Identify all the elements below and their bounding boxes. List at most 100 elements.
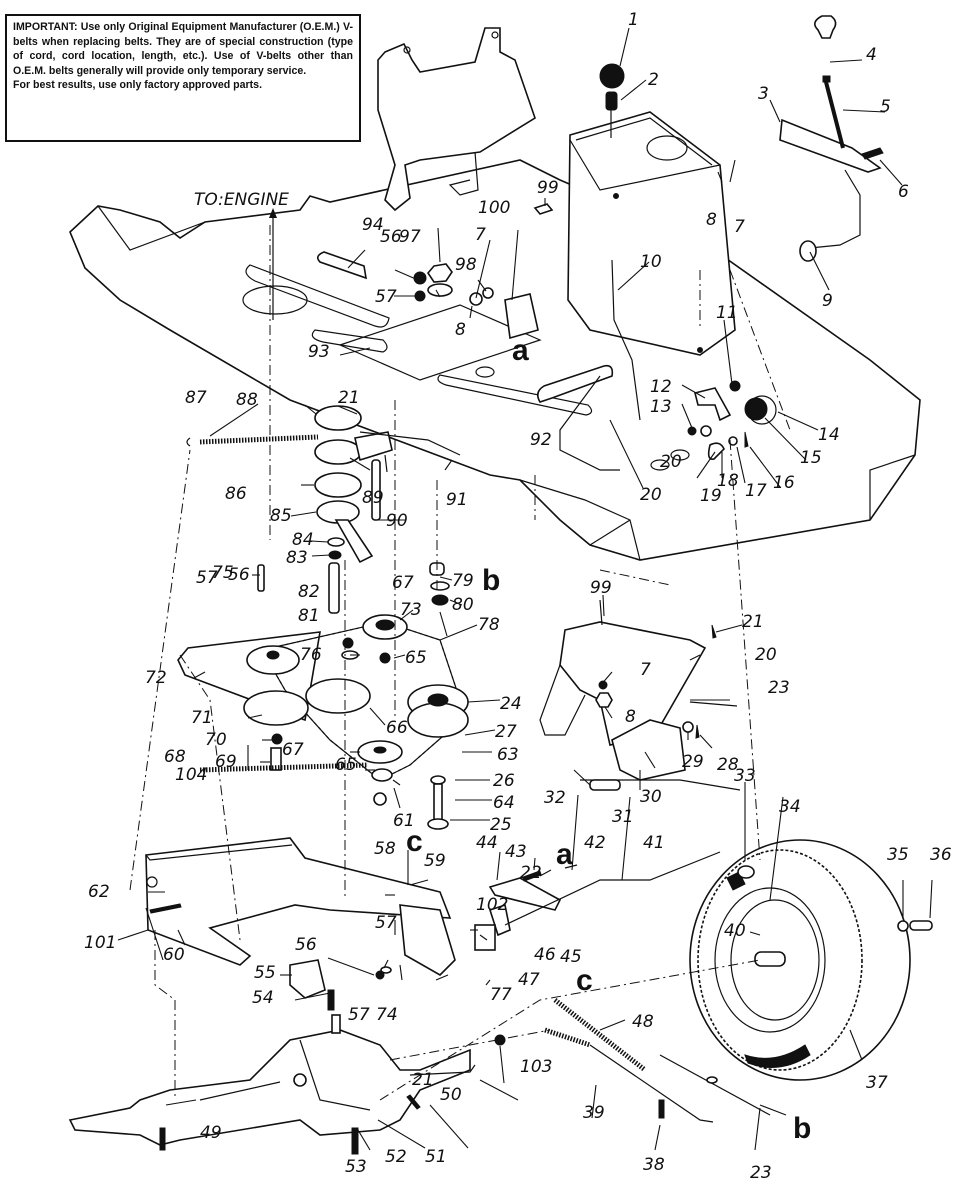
callout-56: 56	[295, 935, 317, 955]
callout-41: 41	[643, 833, 665, 853]
idler-assembly	[186, 405, 461, 614]
callout-5: 5	[880, 97, 891, 117]
callout-7-bracket: 7	[640, 660, 651, 680]
transaxle	[68, 959, 476, 1155]
callout-19: 19	[700, 486, 722, 506]
shift-lever	[779, 15, 884, 262]
ref-letter-b-bottom: b	[793, 1112, 811, 1145]
callout-57-lower: 57	[375, 913, 397, 933]
callout-67-lower: 67	[282, 740, 304, 760]
callout-50: 50	[440, 1085, 462, 1105]
callout-4: 4	[866, 45, 877, 65]
callout-99-top: 99	[537, 178, 559, 198]
callout-30: 30	[640, 787, 662, 807]
callout-21-transaxle: 21	[412, 1070, 434, 1090]
pulley-belt-assembly	[177, 581, 469, 830]
callout-86: 86	[225, 484, 247, 504]
callout-14: 14	[818, 425, 840, 445]
callout-70: 70	[205, 730, 227, 750]
callout-8-plate: 8	[455, 320, 466, 340]
callout-71: 71	[191, 708, 213, 728]
callout-78: 78	[478, 615, 500, 635]
callout-35: 35	[887, 845, 909, 865]
lower-frame	[145, 837, 452, 966]
callout-40: 40	[724, 921, 746, 941]
callout-21: 21	[338, 388, 360, 408]
callout-2: 2	[648, 70, 659, 90]
throttle-knob	[599, 63, 625, 138]
callout-37: 37	[866, 1073, 888, 1093]
callout-97: 97	[399, 227, 421, 247]
callout-92: 92	[530, 430, 552, 450]
pedal	[536, 364, 620, 471]
callout-57-pulley: 57	[196, 568, 218, 588]
callout-44: 44	[476, 833, 498, 853]
important-notice-box: IMPORTANT: Use only Original Equipment M…	[5, 14, 361, 142]
callout-21-bracket: 21	[742, 612, 764, 632]
callout-83: 83	[286, 548, 308, 568]
brake-linkage	[687, 380, 777, 461]
callout-34: 34	[779, 797, 801, 817]
callout-99-bracket: 99	[590, 578, 612, 598]
callout-15: 15	[800, 448, 822, 468]
callout-7-top: 7	[734, 217, 745, 237]
callout-28: 28	[717, 755, 739, 775]
callout-67: 67	[392, 573, 414, 593]
callout-57-plate: 57	[375, 287, 397, 307]
frame-deck	[69, 159, 921, 561]
callout-79: 79	[452, 571, 474, 591]
callout-69: 69	[215, 752, 237, 772]
callout-58: 58	[374, 839, 396, 859]
callout-65: 65	[405, 648, 427, 668]
callout-94: 94	[362, 215, 384, 235]
callout-56-plate: 56	[380, 227, 402, 247]
callout-104: 104	[175, 765, 207, 785]
callout-36: 36	[930, 845, 952, 865]
callout-52: 52	[385, 1147, 407, 1167]
callout-90: 90	[386, 511, 408, 531]
callout-51: 51	[425, 1147, 447, 1167]
callout-11: 11	[716, 303, 738, 323]
callout-72: 72	[145, 668, 167, 688]
leader-lines	[117, 27, 933, 1151]
engine-direction-arrow: TO:ENGINE	[194, 190, 289, 320]
callout-45: 45	[560, 947, 582, 967]
callout-85: 85	[270, 506, 292, 526]
reference-letters: a a b b c c	[406, 334, 811, 1145]
ref-letter-a-bottom: a	[556, 838, 573, 871]
callout-56-pulley: 56	[228, 565, 250, 585]
callout-20: 20	[640, 485, 662, 505]
callout-24: 24	[500, 694, 522, 714]
pivot-hardware	[316, 203, 554, 340]
control-bracket	[539, 599, 741, 791]
brake-rod	[611, 259, 641, 421]
callout-12: 12	[650, 377, 672, 397]
callout-61: 61	[393, 811, 415, 831]
ref-letter-a-top: a	[512, 334, 529, 367]
callout-26: 26	[493, 771, 515, 791]
callout-46: 46	[534, 945, 556, 965]
callout-64: 64	[493, 793, 515, 813]
ref-letter-b-top: b	[482, 564, 500, 597]
callout-8-bracket: 8	[625, 707, 636, 727]
callout-91: 91	[446, 490, 468, 510]
callout-32: 32	[544, 788, 566, 808]
callout-1: 1	[628, 10, 639, 30]
ref-letter-c-top: c	[406, 825, 423, 858]
shift-linkage	[399, 851, 721, 976]
callout-31: 31	[612, 807, 634, 827]
callout-7-plate: 7	[475, 225, 486, 245]
callout-20-bracket: 20	[755, 645, 777, 665]
callout-43: 43	[505, 842, 527, 862]
callout-80: 80	[452, 595, 474, 615]
callout-23: 23	[750, 1163, 772, 1183]
callout-93: 93	[308, 342, 330, 362]
seat-bracket	[377, 27, 536, 212]
callout-68: 68	[164, 747, 186, 767]
assembly-lines	[129, 225, 791, 1101]
callout-60: 60	[163, 945, 185, 965]
callout-labels: 1 2 3 4 5 6 7 8 9 10 11 12 13 14 15 16 1…	[84, 10, 952, 1183]
callout-75: 75	[212, 563, 234, 583]
callout-66: 66	[386, 718, 408, 738]
callout-42: 42	[584, 833, 606, 853]
